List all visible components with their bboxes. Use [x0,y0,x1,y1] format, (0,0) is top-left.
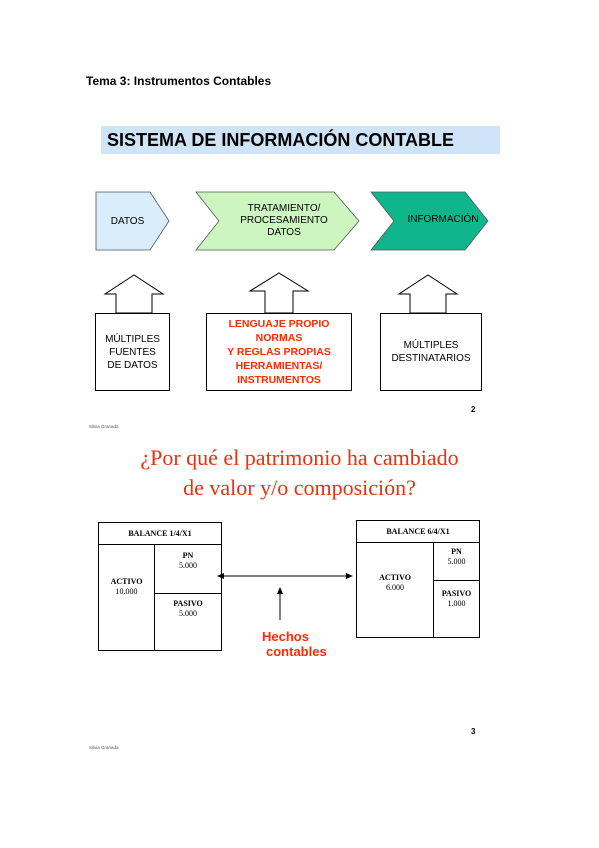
tratamiento-arrow-shape [195,191,360,251]
flow-label-line: TRATAMIENTO/ [247,203,321,214]
pasivo-label: PASIVO [173,599,203,608]
tools-box: LENGUAJE PROPIO NORMAS Y REGLAS PROPIAS … [206,313,352,391]
question-line: de valor y/o composición? [183,475,416,500]
activo-value: 6.000 [386,583,404,592]
double-arrow-right-head [346,573,353,579]
flow-label-tratamiento: TRATAMIENTO/ PROCESAMIENTO DATOS [228,203,340,239]
footer-author: Silvia Granada [89,424,119,429]
datos-arrow-shape [95,191,170,251]
sources-line: MÚLTIPLES [105,333,160,345]
question-line: ¿Por qué el patrimonio ha cambiado [140,445,459,470]
pasivo-label: PASIVO [441,589,472,598]
hechos-contables-label: Hechos contables [262,629,327,659]
balance-2-title: BALANCE 6/4/X1 [357,521,479,543]
document-title: Tema 3: Instrumentos Contables [86,74,272,88]
balance-1-activo: ACTIVO 10.000 [99,577,154,597]
activo-value: 10.000 [115,587,138,596]
informacion-arrow-shape [370,191,489,251]
tools-text: LENGUAJE PROPIO NORMAS Y REGLAS PROPIAS … [227,317,331,387]
balance-2-pasivo: PASIVO 1.000 [434,589,479,609]
page-number-3: 3 [471,727,476,736]
pn-label: PN [182,551,194,560]
balance-2-divider-h [433,580,479,581]
pasivo-value: 1.000 [447,599,466,608]
balance-2: BALANCE 6/4/X1 ACTIVO 6.000 PN 5.000 PAS… [356,520,480,638]
up-arrow-tools [248,272,310,314]
page-number-2: 2 [471,405,476,414]
sources-text: MÚLTIPLES FUENTES DE DATOS [105,333,160,372]
balance-1-divider-v [154,544,155,650]
balance-2-activo: ACTIVO 6.000 [357,573,433,593]
activo-label: ACTIVO [379,573,411,582]
tools-line: INSTRUMENTOS [237,374,321,386]
balance-1-title: BALANCE 1/4/X1 [99,523,221,545]
balance-2-divider-v [433,542,434,637]
balance-1-divider-h [154,593,221,594]
flow-label-line: PROCESAMIENTO [240,215,328,226]
up-arrow-destinations [397,274,459,314]
pasivo-value: 5.000 [179,609,197,618]
double-arrow-left-head [217,573,224,579]
slide-banner: SISTEMA DE INFORMACIÓN CONTABLE [101,126,500,154]
pn-value: 5.000 [447,557,466,566]
tools-line: LENGUAJE PROPIO [228,318,330,330]
question-heading: ¿Por qué el patrimonio ha cambiado de va… [0,443,599,503]
balance-1-pasivo: PASIVO 5.000 [155,599,221,619]
hechos-line: Hechos [262,629,309,644]
destinations-box: MÚLTIPLES DESTINATARIOS [380,313,482,391]
balance-2-pn: PN 5.000 [434,547,479,567]
tools-line: HERRAMIENTAS/ [235,360,323,372]
destinations-line: DESTINATARIOS [391,353,471,364]
destinations-text: MÚLTIPLES DESTINATARIOS [391,339,470,365]
balance-1: BALANCE 1/4/X1 ACTIVO 10.000 PN 5.000 PA… [98,522,222,651]
vertical-arrow-head [277,587,283,594]
sources-box: MÚLTIPLES FUENTES DE DATOS [95,313,170,391]
tools-line: NORMAS [255,332,303,344]
hechos-line: contables [266,644,327,659]
destinations-line: MÚLTIPLES [403,340,459,351]
balance-1-pn: PN 5.000 [155,551,221,571]
pn-label: PN [451,547,462,556]
activo-label: ACTIVO [110,577,143,586]
up-arrow-sources [103,274,165,314]
flow-label-line: DATOS [267,227,301,238]
flow-label-datos: DATOS [110,216,145,227]
sources-line: DE DATOS [107,359,158,371]
sources-line: FUENTES [109,346,156,358]
flow-label-informacion: INFORMACIÓN [407,214,479,225]
tools-line: Y REGLAS PROPIAS [227,346,331,358]
pn-value: 5.000 [179,561,197,570]
footer-author: Silvia Granada [89,745,119,750]
